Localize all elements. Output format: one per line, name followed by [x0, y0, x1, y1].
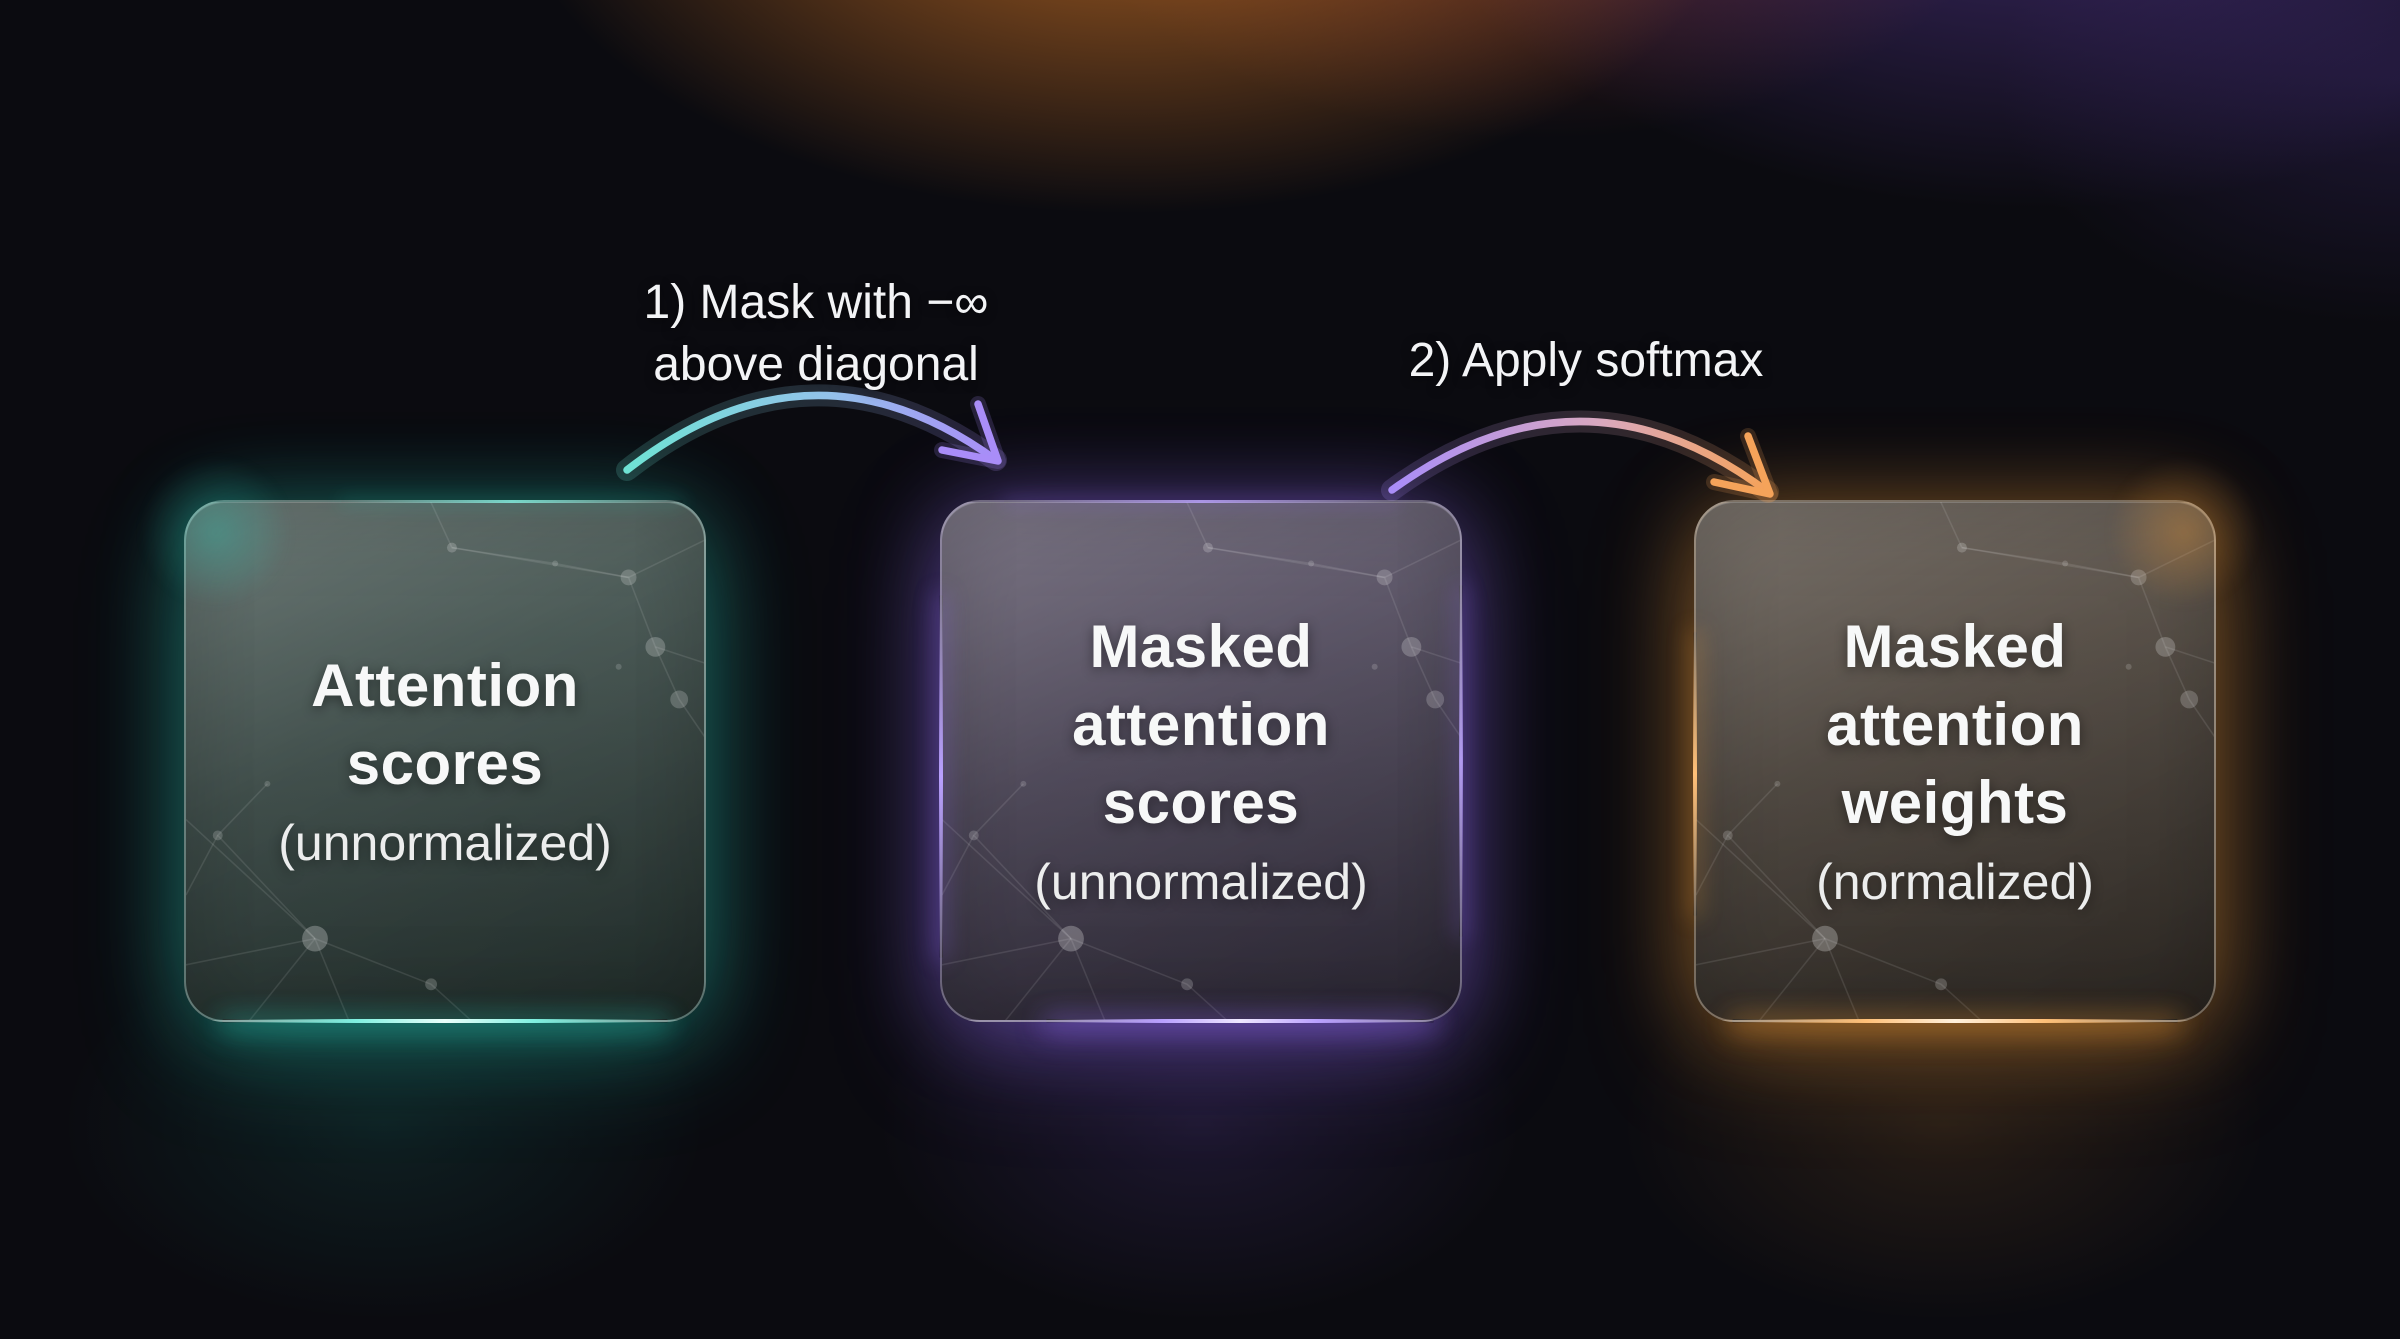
card-text-block: Masked attention weights (normalized) — [1816, 608, 2094, 914]
card-title-line: weights — [1841, 769, 2069, 836]
card-subtitle: (unnormalized) — [278, 815, 612, 871]
edge-glow-left — [1693, 631, 1697, 917]
card-subtitle: (normalized) — [1816, 854, 2094, 910]
arrow-label-line: above diagonal — [653, 338, 979, 391]
card-attention-scores: Attention scores (unnormalized) — [141, 457, 706, 1023]
card-text-block: Masked attention scores (unnormalized) — [1034, 608, 1367, 914]
card-subtitle: (unnormalized) — [1034, 854, 1368, 910]
card-masked-attention-scores: Masked attention scores (unnormalized) — [939, 500, 1463, 1023]
card-title-line: scores — [1102, 769, 1300, 836]
card-title-line: Masked — [1843, 613, 2067, 680]
edge-glow-left — [939, 595, 943, 958]
card-title-line: Masked — [1089, 613, 1313, 680]
edge-glow-top — [1004, 500, 1398, 503]
arrow-1-label: 1) Mask with −∞ above diagonal — [516, 272, 1116, 396]
arrow-2-label: 2) Apply softmax — [1286, 330, 1886, 392]
arrow-label-line: 1) Mask with −∞ — [643, 276, 989, 329]
edge-glow-top — [341, 500, 684, 503]
card-title-line: Attention — [311, 652, 579, 719]
card-title-line: attention — [1072, 691, 1330, 758]
arrow-label-line: 2) Apply softmax — [1408, 334, 1764, 387]
card-title-line: attention — [1826, 691, 2084, 758]
card-title-line: scores — [346, 730, 544, 797]
card-text-block: Attention scores (unnormalized) — [278, 647, 611, 875]
card-masked-attention-weights: Masked attention weights (normalized) — [1693, 457, 2259, 1023]
